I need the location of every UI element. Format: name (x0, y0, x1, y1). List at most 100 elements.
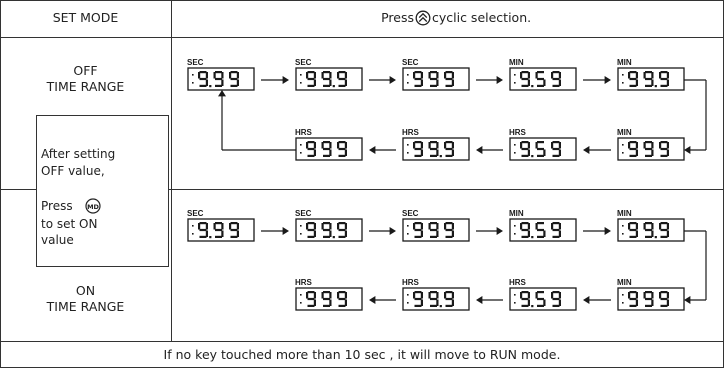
led-segment (430, 154, 437, 157)
led-segment (451, 149, 454, 156)
colon-dot (300, 225, 302, 227)
led-segment (338, 154, 346, 157)
led-segment (413, 292, 416, 299)
led-segment (552, 71, 560, 74)
led-segment (643, 292, 646, 299)
led-segment (329, 223, 332, 230)
led-segment (660, 154, 668, 157)
colon-dot (300, 294, 302, 296)
unit-label: HRS (509, 128, 527, 137)
colon-dot (622, 233, 624, 235)
unit-label: SEC (295, 58, 312, 67)
led-segment (645, 222, 652, 225)
led-segment (659, 292, 662, 299)
off-label: OFF (73, 63, 98, 78)
led-segment (414, 147, 422, 151)
led-segment (414, 291, 422, 294)
led-segment (313, 72, 316, 79)
colon-dot (407, 302, 409, 304)
unit-label: SEC (295, 209, 312, 218)
led-segment (537, 84, 544, 87)
led-segment (321, 72, 324, 79)
led-segment (338, 147, 346, 151)
led-segment (643, 72, 646, 79)
led-segment (307, 154, 315, 157)
led-segment (436, 72, 439, 79)
led-segment (199, 71, 207, 74)
led-segment (629, 141, 637, 144)
led-segment (323, 154, 330, 157)
md-button-icon[interactable]: MD (85, 198, 101, 214)
led-segment (520, 292, 523, 299)
arrow-head (389, 76, 396, 84)
led-segment (329, 299, 332, 306)
led-segment (629, 154, 637, 157)
led-display-top-4: MIN (617, 209, 685, 242)
led-segment (660, 77, 668, 81)
decimal-point (531, 155, 534, 158)
decimal-point (654, 85, 657, 88)
note-line-4: to set ON (41, 217, 98, 231)
led-segment (537, 235, 544, 238)
led-display-top-4: MIN (617, 58, 685, 91)
led-segment (521, 84, 529, 87)
led-segment (329, 230, 332, 237)
arrow-head (583, 146, 590, 154)
led-segment (414, 297, 422, 301)
note-press-label: Press (41, 199, 73, 213)
led-segment (445, 228, 453, 232)
led-segment (313, 223, 316, 230)
led-segment (213, 72, 216, 79)
led-segment (558, 299, 561, 306)
led-segment (628, 223, 631, 230)
led-segment (306, 292, 309, 299)
led-segment (666, 142, 669, 149)
led-segment (337, 223, 340, 230)
led-segment (445, 222, 453, 225)
led-segment (199, 222, 207, 225)
led-segment (537, 304, 544, 307)
led-display-bottom-0: HRS (295, 128, 363, 161)
led-segment (323, 235, 330, 238)
arrow-head (369, 146, 376, 154)
led-segment (221, 72, 224, 79)
led-segment (307, 222, 315, 225)
led-segment (645, 71, 652, 74)
unit-label: SEC (402, 58, 419, 67)
double-chevron-up-circle-icon[interactable] (415, 10, 431, 26)
arrow-head (369, 296, 376, 304)
led-segment (436, 230, 439, 237)
led-segment (551, 292, 554, 299)
led-segment (660, 222, 668, 225)
colon-dot (300, 152, 302, 154)
led-segment (527, 292, 530, 299)
led-segment (645, 154, 652, 157)
arrow-head (684, 296, 691, 304)
led-segment (428, 223, 431, 230)
unit-label: MIN (509, 209, 524, 218)
led-segment (420, 230, 423, 237)
led-segment (430, 222, 437, 225)
note-line-2: OFF value, (41, 164, 105, 178)
unit-label: SEC (402, 209, 419, 218)
led-segment (436, 142, 439, 149)
unit-label: MIN (617, 278, 632, 287)
decimal-point (654, 236, 657, 239)
led-segment (521, 228, 529, 232)
led-segment (451, 79, 454, 86)
led-segment (635, 299, 638, 306)
led-segment (629, 304, 637, 307)
unit-label: MIN (617, 58, 632, 67)
led-segment (629, 235, 637, 238)
led-segment (307, 297, 315, 301)
led-segment (205, 79, 208, 86)
led-segment (430, 304, 437, 307)
colon-dot (514, 144, 516, 146)
led-display-bottom-2: HRS (509, 278, 577, 311)
led-segment (645, 141, 652, 144)
led-segment (527, 72, 530, 79)
led-segment (651, 299, 654, 306)
led-segment (543, 299, 546, 306)
led-segment (414, 228, 422, 232)
led-segment (451, 72, 454, 79)
